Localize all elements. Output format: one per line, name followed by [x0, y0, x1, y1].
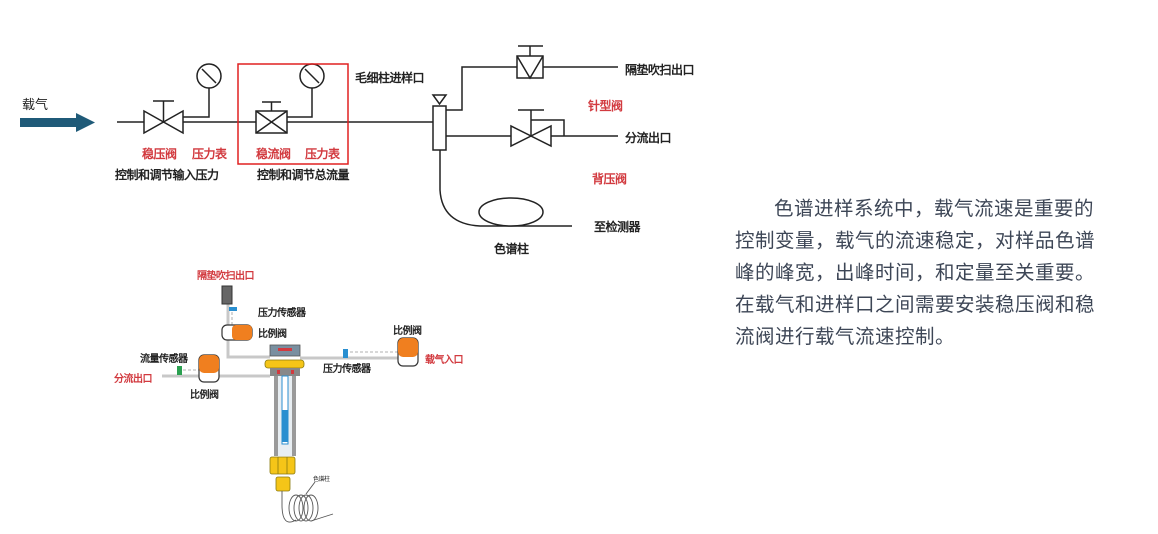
label-proportional-valve-left: 比例阀 [190, 390, 219, 401]
label-pressure-gauge-2: 压力表 [305, 147, 340, 161]
label-capillary-inlet: 毛细柱进样口 [355, 71, 425, 85]
caption-total-flow: 控制和调节总流量 [257, 168, 350, 182]
label-septum-purge-outlet: 隔垫吹扫出口 [625, 63, 695, 77]
label-carrier-inlet: 载气入口 [425, 355, 464, 366]
label-pressure-sensor-top: 压力传感器 [258, 308, 306, 319]
label-column-tag: 色谱柱 [313, 476, 330, 483]
label-back-pressure-valve: 背压阀 [592, 172, 627, 186]
label-split-outlet-bottom: 分流出口 [114, 374, 153, 385]
label-proportional-valve-top: 比例阀 [258, 329, 287, 340]
label-split-outlet: 分流出口 [625, 131, 672, 145]
label-to-detector: 至检测器 [594, 220, 641, 234]
label-column: 色谱柱 [494, 242, 529, 256]
label-pressure-regulator: 稳压阀 [142, 147, 177, 161]
label-needle-valve: 针型阀 [588, 99, 623, 113]
caption-input-pressure: 控制和调节输入压力 [115, 168, 219, 182]
carrier-gas-label: 载气 [22, 98, 49, 113]
description-paragraph: 色谱进样系统中，载气流速是重要的控制变量，载气的流速稳定，对样品色谱峰的峰宽，出… [735, 193, 1105, 353]
label-flow-regulator: 稳流阀 [256, 147, 291, 161]
label-purge-outlet: 隔垫吹扫出口 [197, 271, 255, 282]
label-pressure-gauge-1: 压力表 [192, 147, 227, 161]
description-text: 色谱进样系统中，载气流速是重要的控制变量，载气的流速稳定，对样品色谱峰的峰宽，出… [735, 197, 1096, 348]
label-pressure-sensor-right: 压力传感器 [323, 364, 371, 375]
label-proportional-valve-right: 比例阀 [393, 326, 422, 337]
label-flow-sensor: 流量传感器 [140, 354, 188, 365]
